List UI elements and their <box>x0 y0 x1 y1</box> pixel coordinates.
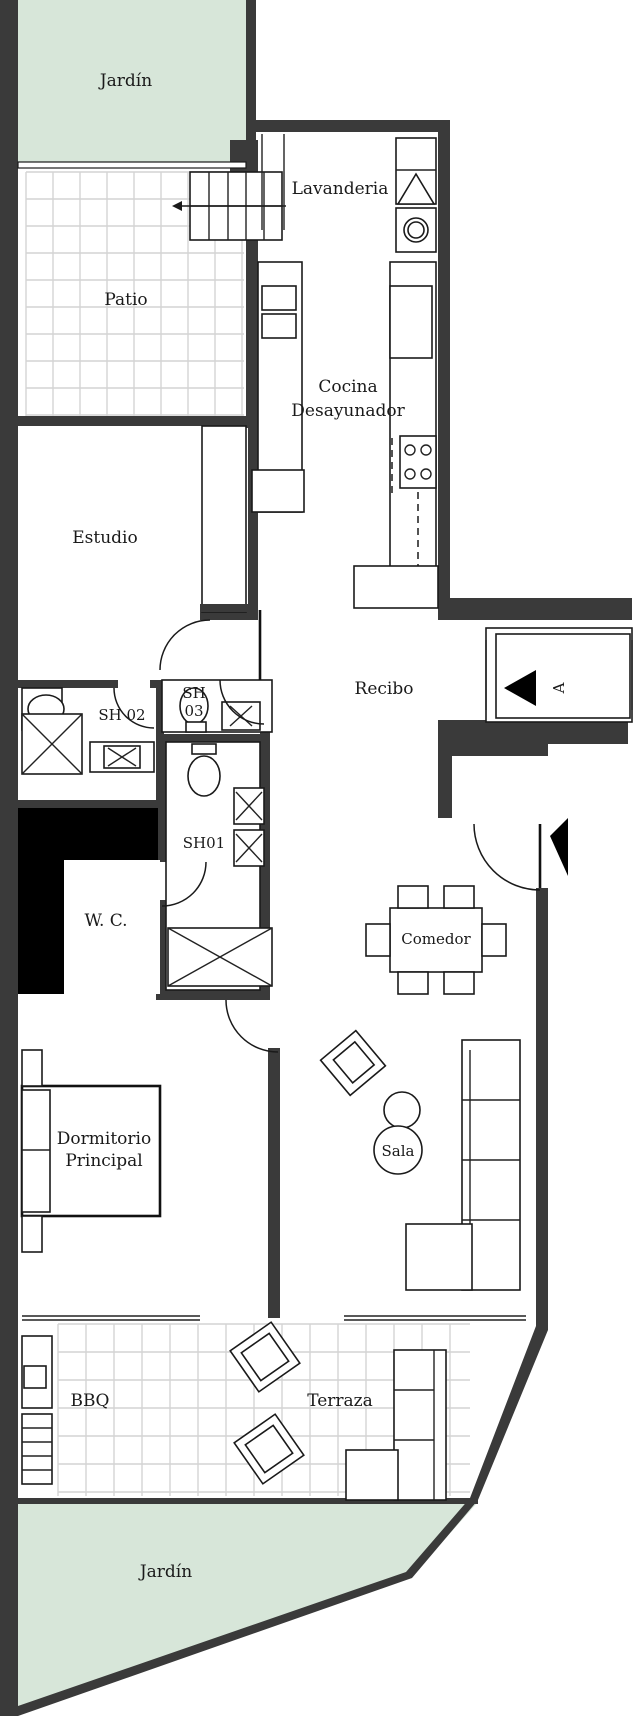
garden-top-area <box>18 0 246 163</box>
study-door <box>159 610 262 680</box>
label-laundry: Lavanderia <box>292 179 389 199</box>
inner-walls <box>18 140 280 1318</box>
living-furniture <box>319 1029 521 1291</box>
label-kitchen-line2: Desayunador <box>291 401 405 421</box>
terrace-furniture <box>229 1321 447 1501</box>
laundry-fixtures <box>261 134 437 253</box>
label-study: Estudio <box>72 528 137 548</box>
entry-door <box>473 818 568 891</box>
label-closet: W. C. <box>84 911 127 931</box>
elevator-label: A <box>550 682 568 694</box>
bbq-fixtures <box>21 1335 53 1485</box>
label-sh01: SH01 <box>183 834 225 852</box>
sh03-fixtures <box>161 679 273 733</box>
label-bedroom-line2: Principal <box>65 1151 142 1171</box>
label-garden-bottom: Jardín <box>138 1562 192 1582</box>
sh02-fixtures <box>21 687 155 775</box>
label-kitchen-line1: Cocina <box>318 377 377 397</box>
dining-table <box>365 885 507 995</box>
patio-garden-divider <box>17 161 247 169</box>
label-bedroom-line1: Dormitorio <box>57 1129 151 1149</box>
kitchen-fixtures <box>251 261 439 609</box>
garden-bottom-area <box>18 1502 478 1714</box>
sh01-fixtures <box>161 741 279 1053</box>
label-patio: Patio <box>104 290 147 310</box>
label-sh02: SH 02 <box>98 706 145 724</box>
label-sh03-line1: SH <box>182 684 205 702</box>
study-fixtures <box>200 425 250 613</box>
terrace-rail <box>22 1315 526 1421</box>
bedroom-furniture <box>20 1049 162 1253</box>
label-terrace: Terraza <box>307 1391 373 1411</box>
label-sh03-line2: 03 <box>184 702 203 720</box>
elevator: A <box>485 627 633 723</box>
label-bbq: BBQ <box>71 1391 110 1411</box>
patio-stairs <box>172 171 286 241</box>
label-living: Sala <box>382 1142 415 1160</box>
label-garden-top: Jardín <box>98 71 152 91</box>
label-hall: Recibo <box>355 679 414 699</box>
label-dining: Comedor <box>401 930 471 948</box>
